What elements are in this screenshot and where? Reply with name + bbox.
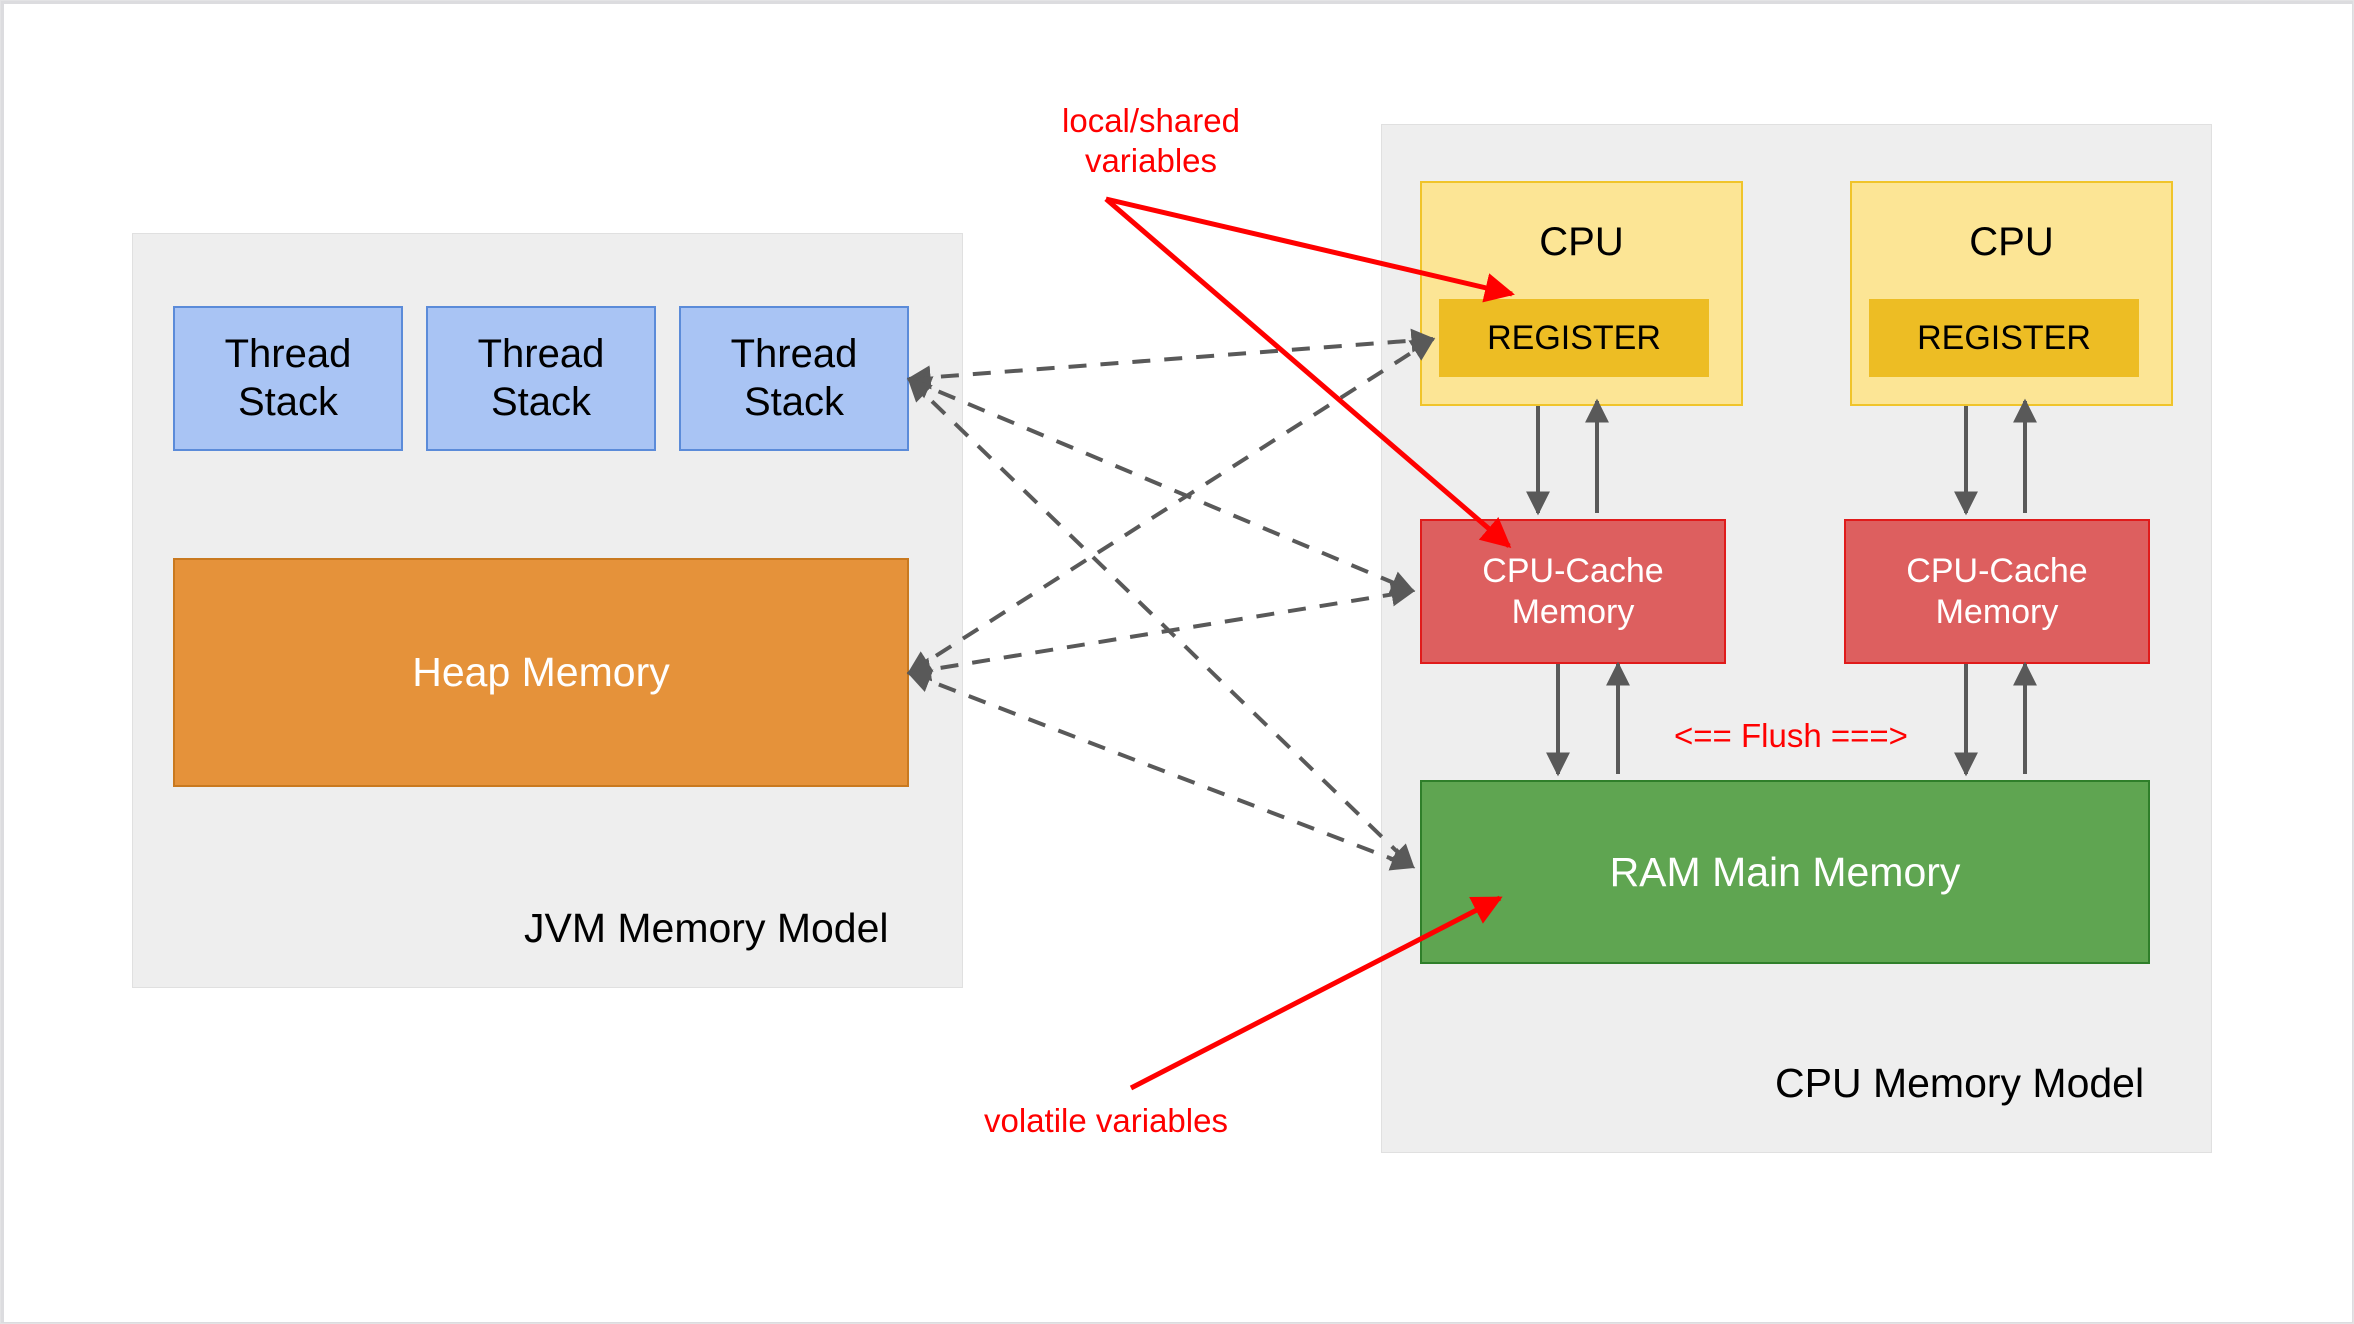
thread-stack-2-line1: Thread (477, 332, 605, 377)
annotation-volatile-label: volatile variables (984, 1102, 1228, 1139)
cpu-2-label: CPU (1969, 220, 2054, 264)
cpu-1-register[interactable]: REGISTER (1439, 299, 1709, 377)
jvm-memory-model-label: JVM Memory Model (524, 905, 889, 951)
thread-stack-2-line2: Stack (490, 379, 592, 424)
ram-main-memory-label: RAM Main Memory (1609, 848, 1961, 895)
cpu-2-cache-line1: CPU-Cache (1906, 552, 2088, 591)
thread-stack-3-line2: Stack (743, 379, 845, 424)
dashed-connector-threadstack-ram (907, 377, 1415, 869)
heap-memory-label: Heap Memory (412, 649, 670, 696)
thread-stack-2[interactable]: Thread Stack (426, 306, 656, 451)
thread-stack-3-label: Thread Stack (731, 331, 858, 425)
thread-stack-2-label: Thread Stack (478, 331, 605, 425)
thread-stack-1-line2: Stack (237, 379, 339, 424)
thread-stack-1-label: Thread Stack (225, 331, 352, 425)
annotation-local-shared-line2: variables (1084, 142, 1218, 180)
dashed-connector-threadstack-register (906, 328, 1436, 390)
cpu-memory-model-label: CPU Memory Model (1775, 1060, 2145, 1106)
thread-stack-3-line1: Thread (730, 332, 858, 377)
dashed-connector-heap-cache (906, 582, 1416, 682)
cpu-1-cache-label: CPU-Cache Memory (1482, 551, 1663, 631)
cpu-1-register-label: REGISTER (1487, 318, 1661, 357)
cpu-2-register-label: REGISTER (1917, 318, 2091, 357)
annotation-local-shared-line1: local/shared (1062, 102, 1240, 139)
heap-memory-box[interactable]: Heap Memory (173, 558, 909, 787)
cpu-1-label: CPU (1539, 220, 1624, 264)
cpu-2-cache-label: CPU-Cache Memory (1906, 551, 2087, 631)
thread-stack-3[interactable]: Thread Stack (679, 306, 909, 451)
cpu-1-cache-line1: CPU-Cache (1482, 552, 1664, 591)
thread-stack-1[interactable]: Thread Stack (173, 306, 403, 451)
cpu-2-register[interactable]: REGISTER (1869, 299, 2139, 377)
dashed-connector-threadstack-cache (906, 376, 1416, 594)
cpu-1-cache-memory[interactable]: CPU-Cache Memory (1420, 519, 1726, 664)
cpu-2-cache-memory[interactable]: CPU-Cache Memory (1844, 519, 2150, 664)
dashed-connector-heap-register (906, 337, 1436, 675)
thread-stack-1-line1: Thread (224, 332, 352, 377)
cpu-2-cache-line2: Memory (1935, 592, 2059, 631)
flush-label: <== Flush ===> (1674, 717, 1908, 754)
dashed-connector-heap-ram (906, 669, 1416, 871)
annotation-volatile-variables: volatile variables (956, 1101, 1256, 1141)
cpu-1-cache-line2: Memory (1511, 592, 1635, 631)
ram-main-memory[interactable]: RAM Main Memory (1420, 780, 2150, 964)
